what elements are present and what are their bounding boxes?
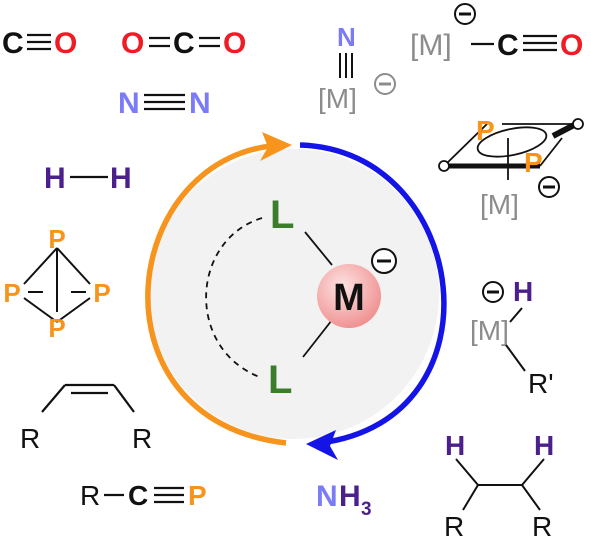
nh3-subscript: 3 [361, 499, 372, 520]
ligand-bottom: L [268, 358, 292, 402]
metal-diphosphorus-complex: P P [M] [438, 115, 584, 220]
orange-arrow-head [260, 132, 292, 161]
metal-n2-n: N [337, 22, 356, 52]
carbon-monoxide: C O [2, 27, 77, 60]
metal-p2-p1: P [476, 115, 495, 146]
alkane-r1: R [444, 511, 464, 541]
dihydrogen: H H [44, 162, 132, 195]
metal-co-o: O [560, 29, 583, 62]
h2-h1: H [44, 162, 66, 195]
alkene-r-right: R [132, 423, 152, 454]
p4-right: P [93, 278, 110, 308]
metal-dinitrogen-complex: N [M] [318, 22, 396, 114]
p4-left: P [3, 278, 20, 308]
n2-n2: N [189, 87, 211, 120]
co2-c: C [173, 27, 195, 60]
h2-h2: H [110, 162, 132, 195]
cycle-disk [149, 149, 439, 439]
phosphaalkyne-c: C [128, 480, 148, 511]
bond-l-top-m [304, 231, 333, 266]
p4-top: P [48, 224, 65, 254]
blue-arrow-head [306, 430, 338, 460]
metal-n2-m: [M] [318, 83, 357, 114]
alkane-h2: H [534, 430, 554, 461]
co2-o2: O [223, 27, 246, 60]
co-c: C [2, 27, 24, 60]
metal-co-m: [M] [410, 29, 452, 62]
metal-p2-p2: P [524, 147, 543, 178]
ammonia: N H 3 [316, 480, 372, 520]
orange-arrow-arc [145, 142, 287, 446]
metal-symbol: M [333, 277, 365, 319]
white-phosphorus: P P P P [3, 224, 110, 343]
carbon-dioxide: O C O [121, 27, 246, 60]
metal-carbonyl-complex: [M] C O [410, 3, 583, 62]
co2-o1: O [121, 27, 144, 60]
blue-arrow-arc [299, 142, 447, 446]
catalytic-cycle: L L M [145, 132, 447, 460]
p2-ring-ellipse [476, 126, 548, 158]
metal-hydride-m: [M] [470, 315, 509, 346]
ligand-top: L [270, 193, 294, 237]
metal-p2-m: [M] [480, 189, 519, 220]
nh3-n: N [316, 480, 338, 513]
phosphaalkyne-r: R [80, 480, 100, 511]
alkane-r2: R [532, 511, 552, 541]
phosphaalkyne: R C P [80, 480, 207, 511]
alkane: H H R R [444, 430, 554, 541]
p4-bottom: P [48, 313, 65, 343]
alkene-r-left: R [20, 423, 40, 454]
co-o: O [54, 27, 77, 60]
alkane-h1: H [445, 430, 465, 461]
metal-sphere [317, 264, 381, 328]
metal-hydride-alkyl-complex: H [M] R' [470, 276, 554, 399]
ligand-backbone-dashed [205, 217, 263, 379]
dinitrogen: N N [118, 87, 211, 120]
metal-hydride-h: H [513, 276, 533, 307]
nh3-h: H [339, 480, 361, 513]
bond-l-bottom-m [302, 319, 333, 358]
metal-hydride-r: R' [528, 368, 554, 399]
n2-n1: N [118, 87, 140, 120]
alkene: R R [20, 383, 152, 454]
metal-co-c: C [497, 29, 519, 62]
phosphaalkyne-p: P [188, 480, 207, 511]
